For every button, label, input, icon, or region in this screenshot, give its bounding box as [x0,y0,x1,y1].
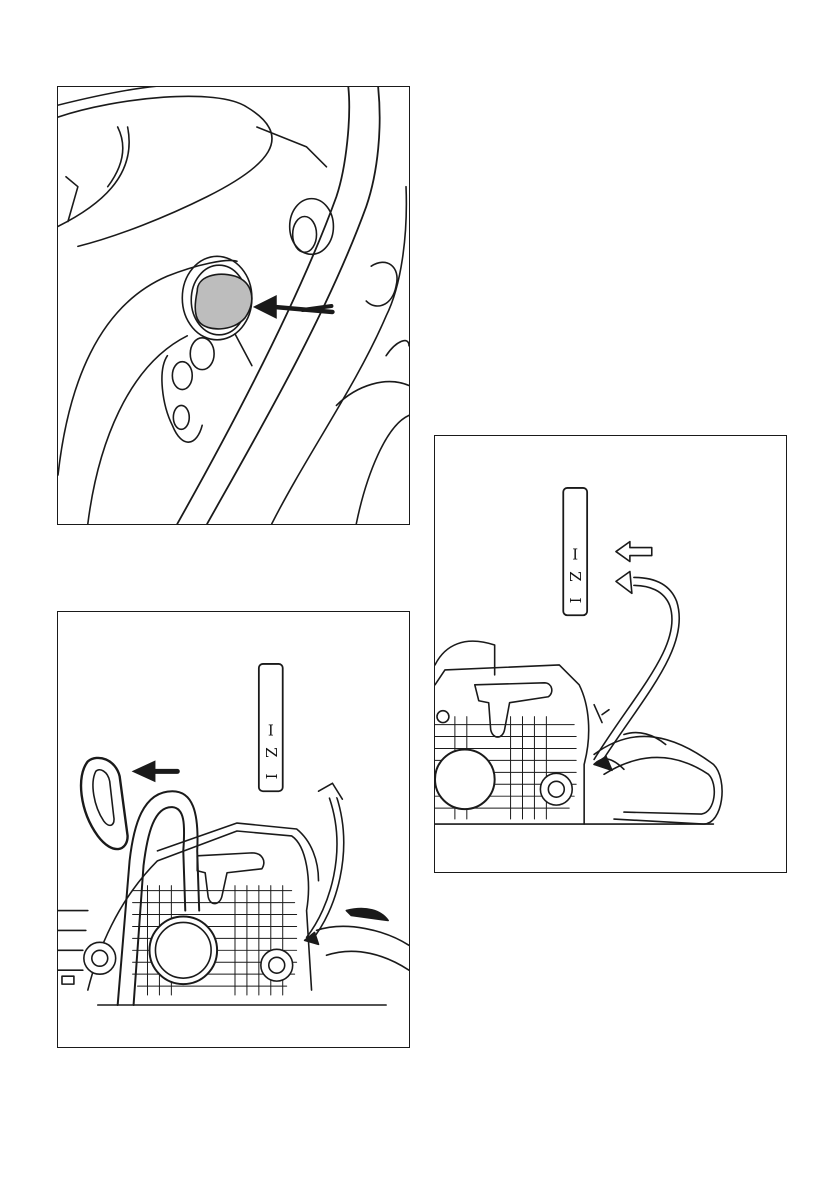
label-run: I [572,546,578,564]
label-full-choke: I [566,597,584,603]
arrow-left-icon [132,760,156,782]
figure-master-control-lever-return: I Z I [434,435,787,873]
label-half-choke: Z [566,571,584,581]
figure-decompression-valve [57,86,410,525]
outline-arrow-left-icon [616,542,652,562]
label-run: I [268,722,274,740]
figure-choke-lever-pull: I Z I [57,611,410,1048]
decompression-valve-button [195,274,252,329]
label-full-choke: I [262,773,280,779]
label-half-choke: Z [262,747,280,757]
